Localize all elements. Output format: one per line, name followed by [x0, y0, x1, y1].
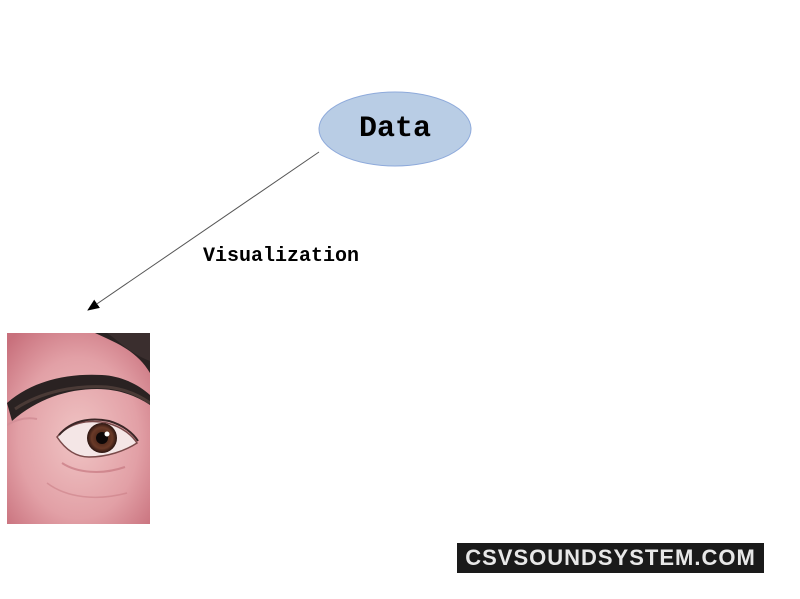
watermark-logo: CSVSOUNDSYSTEM.COM [457, 543, 764, 573]
data-node-label: Data [358, 112, 431, 146]
eye-photo [7, 333, 150, 524]
visualization-edge-label: Visualization [203, 245, 360, 268]
visualization-arrow [87, 151, 320, 311]
data-node-ellipse[interactable] [318, 91, 472, 167]
